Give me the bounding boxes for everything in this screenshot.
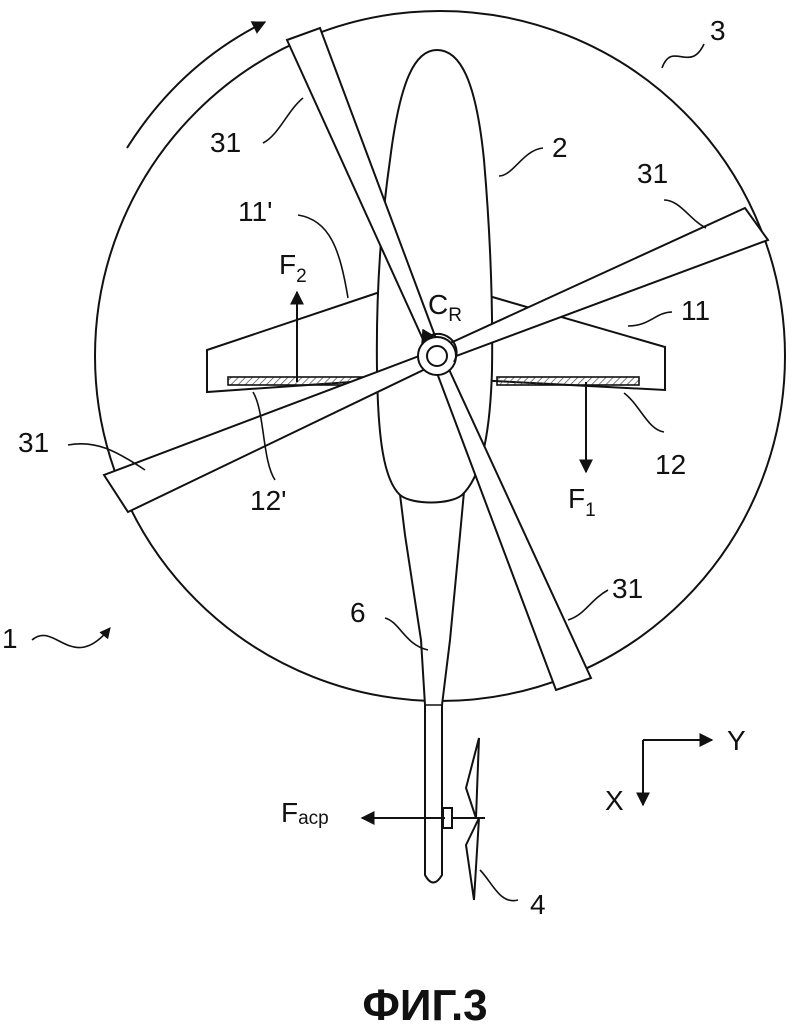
- leader-helicopter: [31, 627, 111, 649]
- rotor-center-sub: R: [448, 305, 462, 326]
- label-helicopter: 1: [2, 623, 18, 654]
- force-f2-sub: 2: [296, 266, 307, 287]
- axis-y-label: Y: [727, 725, 746, 756]
- leader-lines: [31, 43, 707, 902]
- label-tail-rotor: 4: [530, 889, 546, 920]
- tail-rotor-blade-lower: [464, 817, 480, 901]
- leader-tail-boom: [384, 617, 429, 651]
- force-facp-sub: acp: [298, 808, 329, 829]
- tail-rotor-blade-upper: [464, 737, 480, 819]
- rotor-torque-arrow: [421, 328, 458, 363]
- rotor-center-main: C: [428, 289, 448, 320]
- figure-caption: ФИГ.3: [362, 981, 487, 1030]
- leader-blade-lower: [567, 589, 609, 621]
- leader-tail-rotor: [479, 869, 519, 902]
- leader-blade-right: [663, 199, 707, 229]
- label-rotor: 3: [710, 15, 726, 46]
- leader-flap-left: [252, 391, 276, 481]
- label-blade-lower: 31: [612, 573, 643, 604]
- leader-wing-left: [297, 214, 349, 299]
- rotation-arrow: [126, 21, 267, 149]
- axis-x-label: X: [605, 785, 624, 816]
- flap-right: [496, 376, 640, 386]
- leader-blade-top: [262, 97, 304, 144]
- leader-rotor: [661, 43, 705, 69]
- force-f1-main: F: [568, 483, 585, 514]
- label-force-facp: Facp: [281, 797, 329, 829]
- label-force-f1: F1: [568, 483, 596, 521]
- leader-wing-right: [627, 311, 673, 327]
- tail-rotor: [442, 737, 485, 901]
- tail-boom: [395, 469, 468, 884]
- force-f2-main: F: [279, 249, 296, 280]
- label-flap-right: 12: [655, 449, 686, 480]
- leader-blade-left: [67, 442, 146, 471]
- label-tail-boom: 6: [350, 597, 366, 628]
- label-blade-top: 31: [210, 127, 241, 158]
- label-blade-right: 31: [637, 158, 668, 189]
- label-flap-left: 12': [250, 485, 287, 516]
- label-force-f2: F2: [279, 249, 307, 287]
- label-blade-left: 31: [18, 427, 49, 458]
- label-wing-left: 11': [238, 196, 272, 227]
- fuselage: [375, 48, 494, 504]
- coordinate-axes: [636, 733, 714, 807]
- leader-flap-right: [623, 392, 665, 433]
- force-f1-sub: 1: [585, 500, 596, 521]
- label-wing-right: 11: [681, 295, 710, 326]
- rotor-hub-inner: [426, 345, 448, 367]
- force-facp-main: F: [281, 797, 298, 828]
- leader-fuselage: [498, 147, 544, 177]
- label-rotor-center: CR: [428, 289, 462, 326]
- label-fuselage: 2: [552, 132, 568, 163]
